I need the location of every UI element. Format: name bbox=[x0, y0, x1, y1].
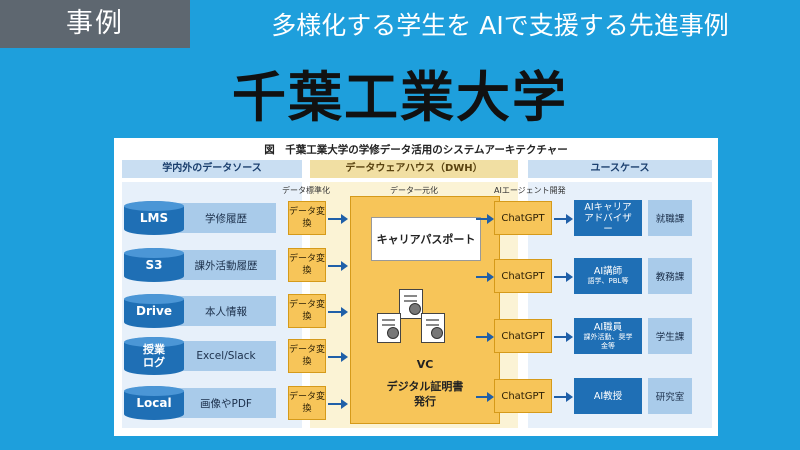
source-data-label: Excel/Slack bbox=[196, 350, 256, 362]
chatgpt-box: ChatGPT bbox=[494, 259, 552, 293]
ai-agent-note: 課外活動、奨学金等 bbox=[583, 332, 633, 350]
data-conversion-box: データ変換 bbox=[288, 294, 326, 328]
dwh-vc-block: キャリアパスポート VC デジタル証明書発行 bbox=[350, 196, 500, 424]
data-conversion-box: データ変換 bbox=[288, 386, 326, 420]
database-icon: Drive bbox=[124, 294, 184, 328]
standardize-label: データ標準化 bbox=[282, 186, 330, 195]
sources-heading: 学内外のデータソース bbox=[122, 160, 302, 178]
ai-agent-box: AI職員課外活動、奨学金等 bbox=[574, 318, 642, 354]
source-data-label: 本人情報 bbox=[205, 305, 247, 318]
database-icon: 授業ログ bbox=[124, 337, 184, 375]
arrow-icon bbox=[476, 272, 494, 282]
ai-agent-box: AI教授 bbox=[574, 378, 642, 414]
ai-agent-label: AI職員 bbox=[593, 321, 623, 333]
conversion-label: データ変換 bbox=[289, 392, 326, 414]
page-title: 千葉工業大学 bbox=[232, 65, 568, 129]
source-store-label: LMS bbox=[139, 210, 169, 225]
arrow-icon bbox=[554, 272, 573, 282]
arrow-icon bbox=[554, 214, 573, 224]
arrow-icon bbox=[476, 392, 494, 402]
source-data-label: 課外活動履歴 bbox=[194, 259, 258, 272]
data-conversion-box: データ変換 bbox=[288, 339, 326, 373]
source-data-box: 本人情報 bbox=[176, 296, 276, 326]
arrow-icon bbox=[328, 261, 348, 271]
arrow-icon bbox=[476, 214, 494, 224]
department-box: 学生課 bbox=[648, 318, 692, 354]
agent-dev-label: AIエージェント開発 bbox=[494, 186, 566, 195]
headline: 多様化する学生を AIで支援する先進事例 bbox=[271, 11, 729, 40]
case-tag: 事例 bbox=[0, 0, 190, 48]
source-store-label: Drive bbox=[136, 303, 172, 318]
arrow-icon bbox=[328, 352, 348, 362]
certificate-icon bbox=[421, 313, 445, 343]
ai-agent-note: 語学、PBL等 bbox=[587, 277, 629, 285]
source-data-label: 画像やPDF bbox=[200, 397, 252, 410]
arrow-icon bbox=[554, 392, 573, 402]
ai-agent-box: AI講師語学、PBL等 bbox=[574, 258, 642, 294]
ai-agent-label: AI講師 bbox=[593, 266, 623, 277]
chatgpt-box: ChatGPT bbox=[494, 201, 552, 235]
conversion-label: データ変換 bbox=[289, 207, 326, 229]
database-icon: Local bbox=[124, 386, 184, 420]
conversion-label: データ変換 bbox=[289, 254, 326, 276]
department-box: 就職課 bbox=[648, 200, 692, 236]
data-conversion-box: データ変換 bbox=[288, 201, 326, 235]
ai-agent-box: AIキャリアアドバイザー bbox=[574, 200, 642, 236]
source-store-label: 授業ログ bbox=[143, 343, 165, 369]
data-conversion-box: データ変換 bbox=[288, 248, 326, 282]
source-data-box: 画像やPDF bbox=[176, 388, 276, 418]
arrow-icon bbox=[328, 399, 348, 409]
source-store-label: Local bbox=[136, 395, 172, 410]
certificate-icon bbox=[399, 289, 423, 319]
chatgpt-box: ChatGPT bbox=[494, 379, 552, 413]
arrow-icon bbox=[328, 214, 348, 224]
figure-caption: 図 千葉工業大学の学修データ活用のシステムアーキテクチャー bbox=[264, 144, 568, 156]
conversion-label: データ変換 bbox=[289, 300, 326, 322]
source-data-box: 課外活動履歴 bbox=[176, 250, 276, 280]
source-data-box: Excel/Slack bbox=[176, 341, 276, 371]
source-data-label: 学修履歴 bbox=[205, 212, 247, 225]
ai-agent-label: AI教授 bbox=[593, 390, 623, 402]
ai-agent-label: AIキャリアアドバイザー bbox=[584, 201, 632, 235]
unify-label: データ一元化 bbox=[390, 186, 438, 195]
certificate-icon bbox=[377, 313, 401, 343]
arrow-icon bbox=[328, 307, 348, 317]
career-passport-box: キャリアパスポート bbox=[371, 217, 481, 261]
dwh-heading: データウェアハウス（DWH） bbox=[310, 160, 518, 178]
chatgpt-box: ChatGPT bbox=[494, 319, 552, 353]
source-store-label: S3 bbox=[145, 257, 163, 272]
architecture-figure: 図 千葉工業大学の学修データ活用のシステムアーキテクチャー 学内外のデータソース… bbox=[114, 138, 718, 436]
source-data-box: 学修履歴 bbox=[176, 203, 276, 233]
database-icon: S3 bbox=[124, 248, 184, 282]
database-icon: LMS bbox=[124, 201, 184, 235]
usecases-heading: ユースケース bbox=[528, 160, 712, 178]
arrow-icon bbox=[554, 332, 573, 342]
conversion-label: データ変換 bbox=[289, 345, 326, 367]
department-box: 教務課 bbox=[648, 258, 692, 294]
vc-label: VC bbox=[416, 358, 434, 371]
arrow-icon bbox=[476, 332, 494, 342]
certificate-issue-label: デジタル証明書発行 bbox=[386, 380, 464, 408]
department-box: 研究室 bbox=[648, 378, 692, 414]
